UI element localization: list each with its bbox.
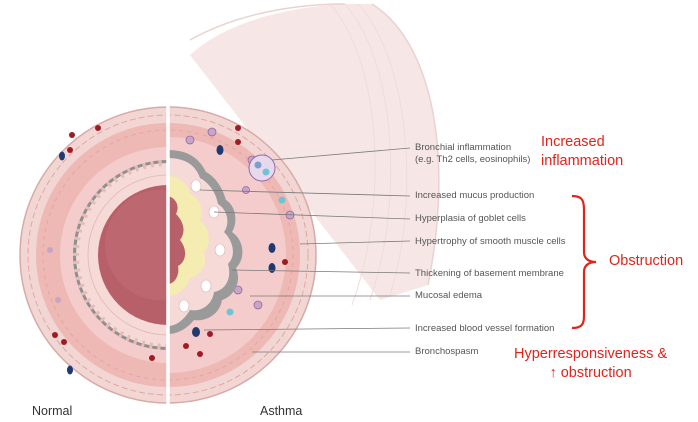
caption-asthma: Asthma <box>260 404 302 418</box>
label-smooth-muscle-hypertrophy: Hypertrophy of smooth muscle cells <box>415 236 565 248</box>
label-blood-vessel-formation: Increased blood vessel formation <box>415 323 554 335</box>
label-mucosal-edema: Mucosal edema <box>415 290 482 302</box>
annotation-hyperresponsiveness: Hyperresponsiveness & ↑ obstruction <box>514 345 667 383</box>
obstruction-brace <box>572 196 596 328</box>
label-bronchial-inflammation: Bronchial inflammation (e.g. Th2 cells, … <box>415 142 530 166</box>
annotation-increased-inflammation: Increased inflammation <box>541 133 623 171</box>
annotation-obstruction: Obstruction <box>609 252 683 271</box>
label-basement-membrane: Thickening of basement membrane <box>415 268 564 280</box>
label-goblet-hyperplasia: Hyperplasia of goblet cells <box>415 213 526 225</box>
label-bronchospasm: Bronchospasm <box>415 346 478 358</box>
caption-normal: Normal <box>32 404 72 418</box>
label-mucus-production: Increased mucus production <box>415 190 534 202</box>
